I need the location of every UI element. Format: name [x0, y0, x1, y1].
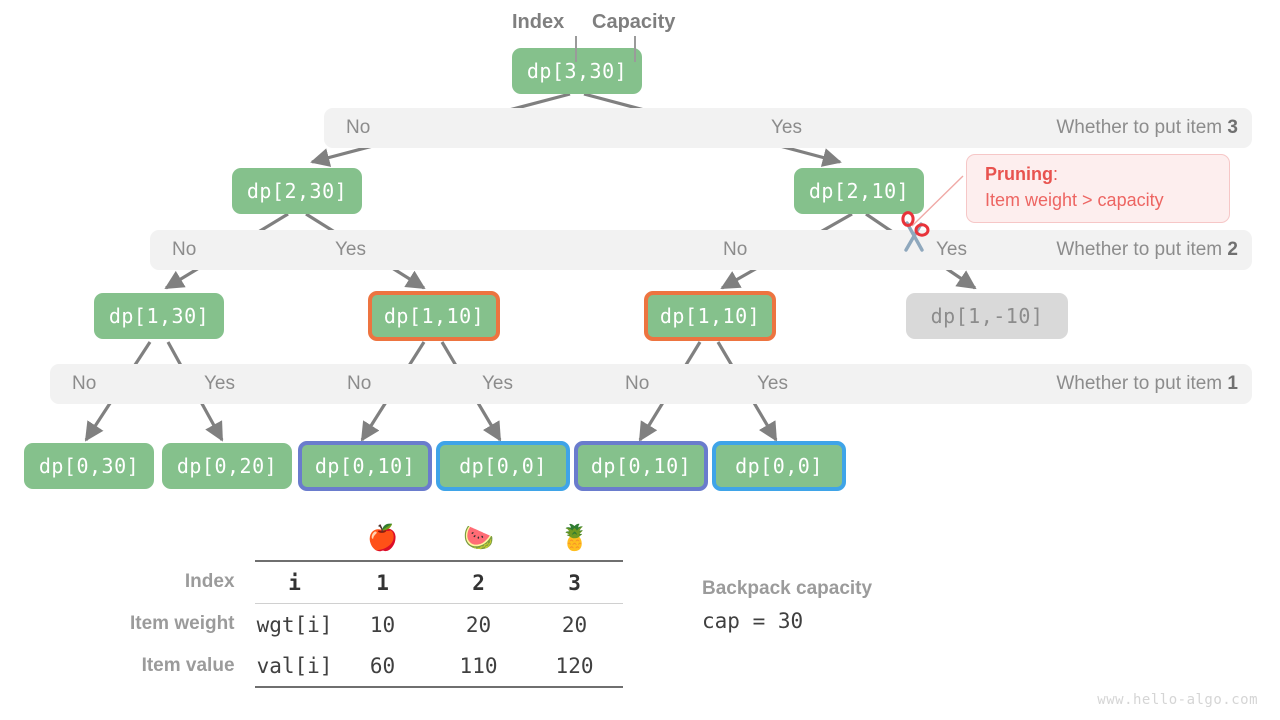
table-row-fruits: 🍎 🍉 🍍	[130, 516, 623, 561]
pruning-title: Pruning	[985, 164, 1053, 184]
pineapple-icon: 🍍	[558, 523, 591, 552]
table-row-weight: Item weight wgt[i] 10 20 20	[130, 603, 623, 645]
level-bar-item2-title-num: 2	[1227, 239, 1238, 260]
scissors-icon	[901, 211, 930, 252]
index-value-2: 2	[430, 560, 527, 604]
leaf-dp-0-0-a[interactable]: dp[0,0]	[436, 441, 570, 491]
pruning-title-line: Pruning:	[985, 164, 1215, 185]
annotation-capacity: Capacity	[592, 11, 676, 33]
node-dp-1-neg10-pruned[interactable]: dp[1,-10]	[906, 293, 1068, 339]
level-bar-item1-choice-yes-3: Yes	[757, 373, 788, 394]
index-value-1: 1	[334, 560, 431, 604]
fruit-row-head	[130, 516, 255, 561]
leaf-dp-0-10-a[interactable]: dp[0,10]	[298, 441, 432, 491]
level-bar-item1-choice-no-3: No	[625, 373, 650, 394]
weight-value-1: 10	[334, 603, 431, 645]
index-value-3: 3	[526, 560, 623, 604]
pruning-colon: :	[1053, 164, 1059, 184]
node-dp-1-10-a[interactable]: dp[1,10]	[368, 291, 500, 341]
level-bar-item1-choice-no-2: No	[347, 373, 372, 394]
level-bar-item3-choice-yes: Yes	[771, 117, 802, 138]
capacity-value: cap = 30	[702, 609, 804, 633]
watermark: www.hello-algo.com	[1097, 692, 1258, 708]
row-key-wgt: wgt[i]	[254, 603, 335, 645]
level-bar-item1-title-num: 1	[1227, 373, 1238, 394]
annotation-index: Index	[512, 11, 565, 33]
fruit-row-key	[255, 516, 335, 561]
weight-value-2: 20	[430, 603, 527, 645]
weight-value-3: 20	[526, 603, 623, 645]
node-dp-2-10[interactable]: dp[2,10]	[794, 168, 924, 214]
value-value-3: 120	[526, 645, 623, 688]
level-bar-item2-title-text: Whether to put item	[1056, 239, 1228, 260]
node-dp-1-10-b[interactable]: dp[1,10]	[644, 291, 776, 341]
item-table-wrapper: 🍎 🍉 🍍 Index i 1 2 3 Item weight wgt[i] 1…	[130, 516, 623, 688]
level-bar-item2-choice-no-1: No	[172, 239, 197, 260]
annotation-pointer-lines	[575, 36, 636, 62]
level-bar-item3-title-num: 3	[1227, 117, 1238, 138]
level-bar-item3-title-text: Whether to put item	[1056, 117, 1228, 138]
level-bar-item1-title-text: Whether to put item	[1056, 373, 1228, 394]
level-bar-item1-title: Whether to put item 1	[1056, 373, 1238, 395]
node-dp-3-30[interactable]: dp[3,30]	[512, 48, 642, 94]
level-bar-item3: No Yes Whether to put item 3	[324, 108, 1252, 148]
level-bar-item2-choice-yes-2: Yes	[936, 239, 967, 260]
leaf-dp-0-0-b[interactable]: dp[0,0]	[712, 441, 846, 491]
row-key-i: i	[254, 560, 335, 604]
level-bar-item3-title: Whether to put item 3	[1056, 117, 1238, 139]
pruning-callout: Pruning: Item weight > capacity	[966, 154, 1230, 223]
value-value-1: 60	[334, 645, 431, 688]
pruning-reason: Item weight > capacity	[985, 190, 1164, 210]
level-bar-item1: No Yes No Yes No Yes Whether to put item…	[50, 364, 1252, 404]
level-bar-item1-choice-yes-1: Yes	[204, 373, 235, 394]
level-bar-item3-choice-no: No	[346, 117, 371, 138]
value-value-2: 110	[430, 645, 527, 688]
level-bar-item2: No Yes No Yes Whether to put item 2	[150, 230, 1252, 270]
leaf-dp-0-20[interactable]: dp[0,20]	[162, 443, 292, 489]
leaf-dp-0-30[interactable]: dp[0,30]	[24, 443, 154, 489]
level-bar-item2-choice-no-2: No	[723, 239, 748, 260]
level-bar-item1-choice-yes-2: Yes	[482, 373, 513, 394]
capacity-title: Backpack capacity	[702, 578, 873, 599]
table-row-index: Index i 1 2 3	[130, 560, 623, 604]
row-head-index: Index	[184, 571, 235, 593]
level-bar-item2-choice-yes-1: Yes	[335, 239, 366, 260]
level-bar-item2-title: Whether to put item 2	[1056, 239, 1238, 261]
capacity-block: Backpack capacity cap = 30	[702, 578, 872, 633]
watermelon-icon: 🍉	[462, 523, 495, 552]
apple-icon: 🍎	[366, 523, 399, 552]
row-head-weight: Item weight	[130, 613, 235, 635]
row-head-value: Item value	[141, 655, 235, 676]
row-key-val: val[i]	[254, 645, 335, 688]
level-bar-item1-choice-no-1: No	[72, 373, 97, 394]
node-dp-2-30[interactable]: dp[2,30]	[232, 168, 362, 214]
table-row-value: Item value val[i] 60 110 120	[130, 645, 623, 688]
leaf-dp-0-10-b[interactable]: dp[0,10]	[574, 441, 708, 491]
item-table: 🍎 🍉 🍍 Index i 1 2 3 Item weight wgt[i] 1…	[130, 516, 623, 688]
node-dp-1-30[interactable]: dp[1,30]	[94, 293, 224, 339]
